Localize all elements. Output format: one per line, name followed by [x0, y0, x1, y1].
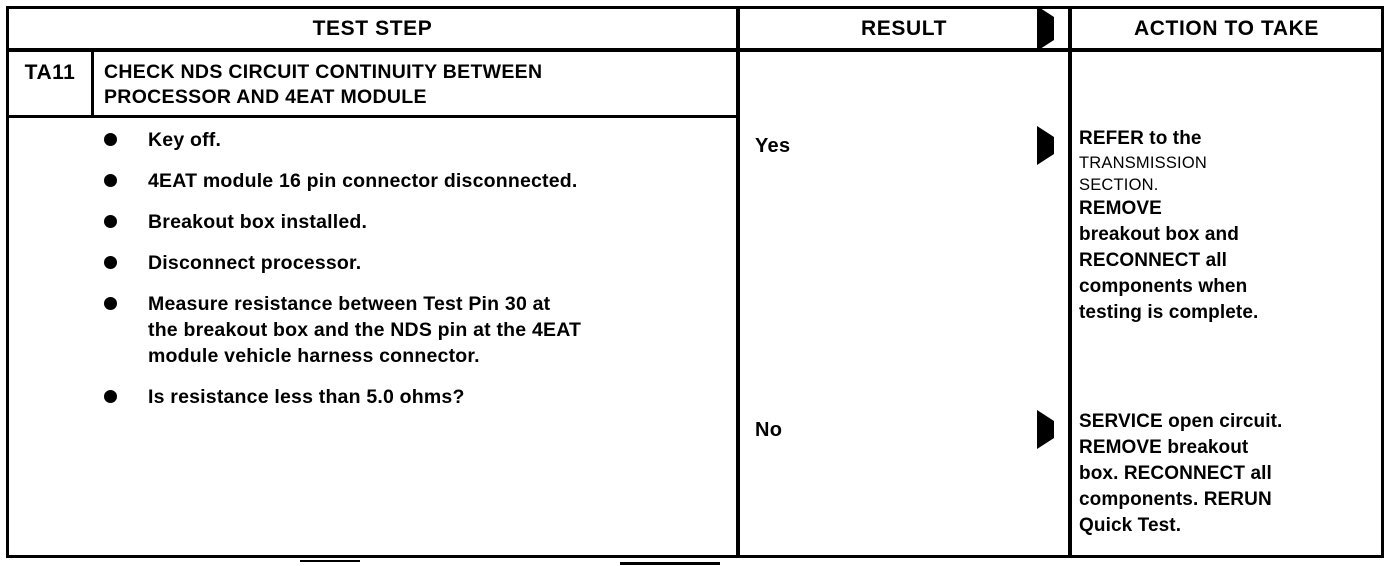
action-line: TRANSMISSION	[1079, 154, 1207, 172]
result-label-yes: Yes	[755, 134, 791, 157]
action-line: components when	[1079, 276, 1248, 297]
action-cell-yes: REFER to the TRANSMISSION SECTION. REMOV…	[1079, 126, 1379, 326]
action-line: REFER to the	[1079, 128, 1202, 149]
step-title-line-1: CHECK NDS CIRCUIT CONTINUITY BETWEEN	[104, 61, 543, 83]
bullet-dot-icon	[104, 297, 117, 310]
procedure-bullet-list: Key off. 4EAT module 16 pin connector di…	[104, 127, 734, 425]
column-header-result-label: RESULT	[860, 16, 948, 40]
list-item-text: Breakout box installed.	[148, 209, 367, 235]
action-line: testing is complete.	[1079, 302, 1259, 323]
result-label-no: No	[755, 418, 783, 441]
column-header-action-to-take: ACTION TO TAKE	[1072, 9, 1381, 48]
step-id-divider	[91, 52, 94, 115]
step-title-line-2: PROCESSOR AND 4EAT MODULE	[104, 86, 427, 108]
scan-artifact	[300, 560, 360, 562]
list-item-text: Measure resistance between Test Pin 30 a…	[148, 291, 581, 369]
action-line: SERVICE open circuit.	[1079, 411, 1283, 432]
step-id-cell: TA11	[9, 52, 91, 115]
action-line: RECONNECT all	[1079, 250, 1228, 271]
right-triangle-icon	[1037, 126, 1054, 165]
action-line: components. RERUN	[1079, 489, 1272, 510]
bullet-dot-icon	[104, 390, 117, 403]
list-item-line: Is resistance less than 5.0 ohms?	[148, 386, 465, 408]
list-item: Is resistance less than 5.0 ohms?	[104, 384, 734, 410]
step-id-label: TA11	[24, 61, 76, 84]
list-item: Disconnect processor.	[104, 250, 734, 276]
list-item-text-question: Is resistance less than 5.0 ohms?	[148, 384, 465, 410]
list-item: 4EAT module 16 pin connector disconnecte…	[104, 168, 734, 194]
header-divider	[9, 48, 1381, 52]
scan-artifact	[620, 562, 720, 565]
list-item: Key off.	[104, 127, 734, 153]
step-title-divider	[9, 115, 736, 118]
column-header-result: RESULT	[740, 5, 1068, 51]
action-line: REMOVE	[1079, 198, 1162, 219]
list-item-line: module vehicle harness connector.	[148, 345, 480, 367]
list-item-text: 4EAT module 16 pin connector disconnecte…	[148, 168, 578, 194]
action-line: Quick Test.	[1079, 515, 1182, 536]
bullet-dot-icon	[104, 215, 117, 228]
action-line: box. RECONNECT all	[1079, 463, 1272, 484]
column-header-action-label: ACTION TO TAKE	[1134, 16, 1319, 40]
bullet-dot-icon	[104, 133, 117, 146]
action-cell-no: SERVICE open circuit. REMOVE breakout bo…	[1079, 409, 1379, 539]
list-item-text: Disconnect processor.	[148, 250, 361, 276]
right-triangle-icon	[1037, 5, 1054, 51]
list-item: Measure resistance between Test Pin 30 a…	[104, 291, 734, 369]
list-item: Breakout box installed.	[104, 209, 734, 235]
list-item-line: the breakout box and the NDS pin at the …	[148, 319, 582, 341]
list-item-line: Key off.	[148, 129, 222, 151]
result-cell-no: No	[740, 410, 1068, 449]
action-line: SECTION.	[1079, 176, 1159, 194]
column-divider-result	[1068, 9, 1072, 555]
column-divider-test-step	[736, 9, 740, 555]
list-item-line: 4EAT module 16 pin connector disconnecte…	[148, 170, 578, 192]
step-title-cell: CHECK NDS CIRCUIT CONTINUITY BETWEEN PRO…	[104, 52, 724, 115]
column-header-test-step-label: TEST STEP	[312, 16, 433, 40]
result-cell-yes: Yes	[740, 126, 1068, 165]
list-item-line: Breakout box installed.	[148, 211, 368, 233]
bullet-dot-icon	[104, 256, 117, 269]
bullet-dot-icon	[104, 174, 117, 187]
list-item-line: Measure resistance between Test Pin 30 a…	[148, 293, 551, 315]
action-line: breakout box and	[1079, 224, 1239, 245]
list-item-text: Key off.	[148, 127, 221, 153]
right-triangle-icon	[1037, 410, 1054, 449]
column-header-test-step: TEST STEP	[9, 9, 736, 48]
action-line: REMOVE breakout	[1079, 437, 1249, 458]
pinpoint-test-table: TEST STEP RESULT ACTION TO TAKE TA11 CHE…	[6, 5, 1384, 558]
list-item-line: Disconnect processor.	[148, 252, 362, 274]
